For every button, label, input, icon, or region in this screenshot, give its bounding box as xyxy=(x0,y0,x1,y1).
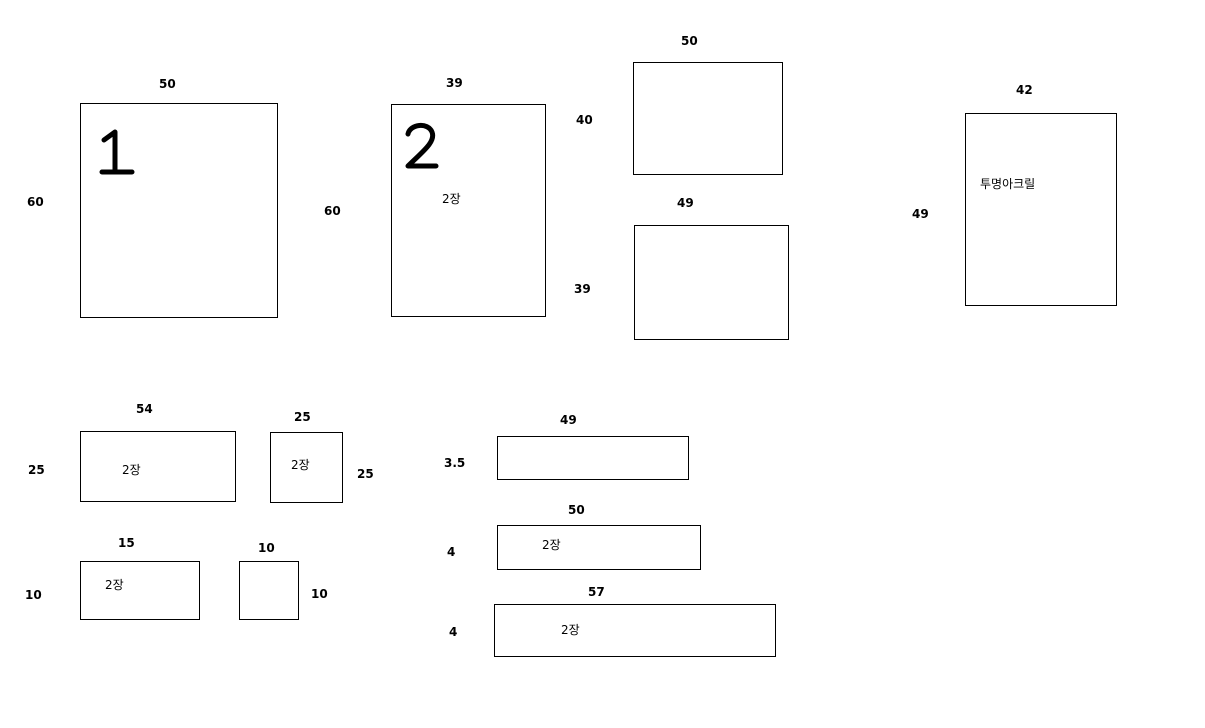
panel-7-quantity-note: 2장 xyxy=(291,458,310,472)
panel-9-rect xyxy=(239,561,299,620)
panel-4-rect xyxy=(634,225,789,340)
panel-8-quantity-note: 2장 xyxy=(105,578,124,592)
panel-7-width-label: 25 xyxy=(294,410,311,424)
panel-6-rect xyxy=(80,431,236,502)
panel-11-height-label: 4 xyxy=(447,545,456,559)
panel-12-quantity-note: 2장 xyxy=(561,623,580,637)
panel-8-height-label: 10 xyxy=(25,588,42,602)
panel-7-height-label: 25 xyxy=(357,467,374,481)
panel-10-width-label: 49 xyxy=(560,413,577,427)
panel-5-height-label: 49 xyxy=(912,207,929,221)
panel-5-width-label: 42 xyxy=(1016,83,1033,97)
panel-9-width-label: 10 xyxy=(258,541,275,555)
panel-10-rect xyxy=(497,436,689,480)
panel-2-width-label: 39 xyxy=(446,76,463,90)
panel-10-height-label: 3.5 xyxy=(444,456,466,470)
panel-12-height-label: 4 xyxy=(449,625,458,639)
panel-3-height-label: 40 xyxy=(576,113,593,127)
panel-1-width-label: 50 xyxy=(159,77,176,91)
panel-6-height-label: 25 xyxy=(28,463,45,477)
panel-11-width-label: 50 xyxy=(568,503,585,517)
panel-12-width-label: 57 xyxy=(588,585,605,599)
panel-7-rect xyxy=(270,432,343,503)
panel-8-rect xyxy=(80,561,200,620)
panel-1-handwritten-number xyxy=(99,129,135,175)
panel-4-height-label: 39 xyxy=(574,282,591,296)
panel-6-width-label: 54 xyxy=(136,402,153,416)
panel-5-material-note: 투명아크릴 xyxy=(980,177,1036,191)
panel-11-quantity-note: 2장 xyxy=(542,538,561,552)
panel-9-height-label: 10 xyxy=(311,587,328,601)
panel-2-height-label: 60 xyxy=(324,204,341,218)
panel-11-rect xyxy=(497,525,701,570)
panel-5-rect xyxy=(965,113,1117,306)
panel-6-quantity-note: 2장 xyxy=(122,463,141,477)
panel-12-rect xyxy=(494,604,776,657)
panel-2-handwritten-number xyxy=(405,123,439,169)
panel-1-height-label: 60 xyxy=(27,195,44,209)
panel-8-width-label: 15 xyxy=(118,536,135,550)
panel-3-rect xyxy=(633,62,783,175)
panel-4-width-label: 49 xyxy=(677,196,694,210)
panel-3-width-label: 50 xyxy=(681,34,698,48)
panel-2-quantity-note: 2장 xyxy=(442,192,461,206)
panel-2-rect xyxy=(391,104,546,317)
